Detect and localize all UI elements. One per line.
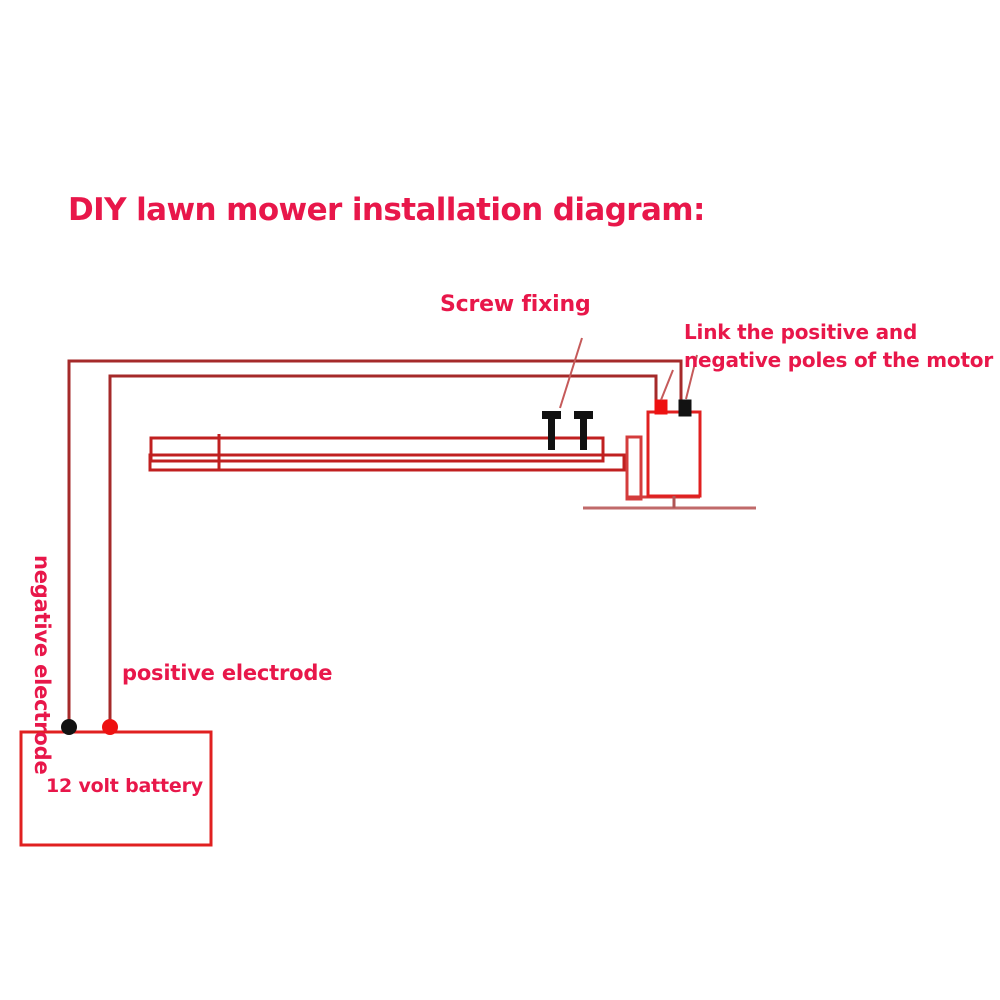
negative-wire-path [67,359,683,729]
screw-fixing-leader-line [559,337,583,409]
battery-terminal-positive [102,719,118,735]
motor-positive-leader-line [660,369,674,401]
battery-label: 12 volt battery [46,775,203,797]
motor-body [646,410,702,498]
screw-fixing-label: Screw fixing [440,292,591,317]
motor-terminal-positive [654,399,668,415]
page-title: DIY lawn mower installation diagram: [68,192,705,228]
motor-poles-label-line2: negative poles of the motor [684,348,994,372]
motor-negative-leader-line [685,354,698,400]
motor-mount-tube [625,435,643,501]
screw-2 [574,411,593,450]
screw-1 [542,411,561,450]
positive-wire-path [108,374,658,729]
motor-terminal-negative [678,399,692,417]
negative-electrode-label: negative electrode [30,555,54,775]
motor-poles-label-line1: Link the positive and [684,320,918,344]
positive-electrode-label: positive electrode [122,661,333,685]
battery-body [19,730,213,847]
battery-terminal-negative [61,719,77,735]
deck-bracket [148,453,626,472]
handle-bar [149,436,605,463]
motor-poles-label: Link the positive and negative poles of … [684,318,1000,374]
